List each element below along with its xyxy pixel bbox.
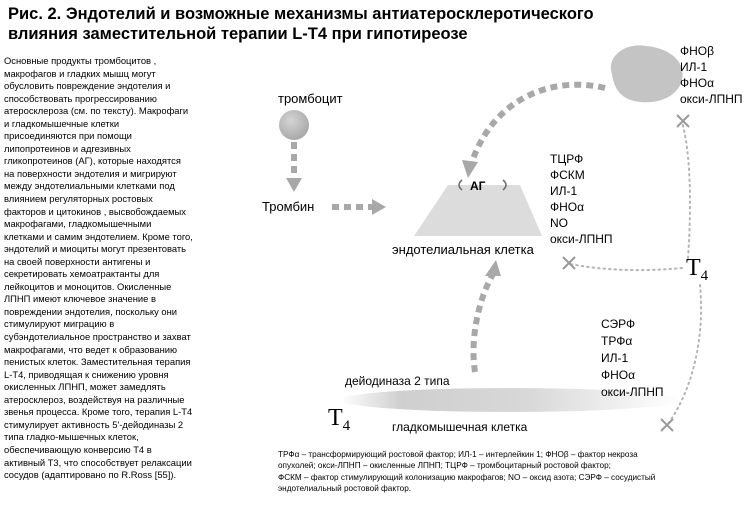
factor-item: ФНОα: [550, 200, 584, 214]
t4-left-sub: 4: [343, 418, 351, 434]
endothelial-cell-label: эндотелиальная клетка: [392, 242, 535, 257]
endothelial-cell-shape: [414, 185, 542, 236]
body-text-line: окисленных ЛПНП, может замедлять: [4, 381, 166, 393]
macrophage-shape: [610, 45, 683, 103]
body-text-line: атеросклероз, воздействуя на различные: [4, 393, 185, 405]
body-text-line: лейкоцитов и моноцитов. Окисленные: [4, 280, 172, 292]
t4-label-right: T4: [686, 255, 709, 284]
title-text-1: Эндотелий и возможные механизмы антиатер…: [61, 5, 594, 23]
body-text-line: присоединяются при помощи: [4, 130, 132, 142]
body-text-line: типа гладко-мышечных клеток,: [4, 431, 139, 443]
factor-item: ИЛ-1: [601, 351, 628, 365]
body-text-line: макрофагов и гладких мышц могут: [4, 67, 156, 79]
factor-item: ФНОβ: [680, 44, 714, 58]
cross-smooth-muscle-icon: [660, 418, 674, 432]
platelet-shape: [279, 110, 309, 140]
t4-to-endothelium-dots: [569, 263, 683, 272]
abbreviations-footnote: ТРФα – трансформирующий ростовой фактор;…: [278, 449, 746, 495]
thrombin-label: Тромбин: [262, 199, 314, 214]
figure-title: Рис. 2. Эндотелий и возможные механизмы …: [8, 4, 743, 44]
body-text-line: обеспечивающую конверсию Т4 в: [4, 443, 152, 455]
smooth-muscle-cell-label: гладкомышечная клетка: [392, 420, 528, 434]
macrophage-arrow-head: [462, 160, 478, 178]
body-text-line: Основные продукты тромбоцитов ,: [4, 55, 157, 66]
body-text-line: факторов и цитокинов , высвобождаемых: [4, 205, 186, 217]
t4-to-macrophage-dots: [681, 121, 691, 259]
body-text-line: гликопротеинов (АГ), которые находятся: [4, 155, 181, 167]
title-prefix: Рис. 2.: [8, 5, 62, 23]
body-text-line: пенистых клеток. Заместительная терапия: [4, 356, 191, 368]
factor-item: ФНОα: [680, 76, 714, 90]
factor-item: ФСКМ: [550, 168, 585, 182]
t4-label-left: T4: [328, 405, 351, 434]
body-text-line: и гладкомышечные клетки: [4, 117, 120, 129]
body-text-line: звенья процесса. Кроме того, терапия L-T…: [4, 406, 193, 418]
ag-label: АГ: [470, 179, 486, 193]
body-text-line: секретировать хемоатрактанты для: [4, 268, 160, 280]
body-text-line: способствовать прогрессированию: [4, 92, 157, 104]
factor-item: ФНОα: [601, 368, 635, 382]
body-text-line: ЛПНП имеют ключевое значение в: [4, 293, 156, 305]
factor-item: окси-ЛПНП: [601, 385, 664, 399]
platelet-label: тромбоцит: [278, 91, 343, 106]
factor-item: ТЦРФ: [550, 152, 583, 166]
macrophage-arrow-shaft: [467, 81, 606, 169]
t4-right-sub: 4: [701, 268, 709, 284]
cross-endothelium-icon: [562, 256, 576, 270]
deiodinase-label: дейодиназа 2 типа: [345, 374, 450, 388]
factor-item: окси-ЛПНП: [550, 232, 613, 246]
smooth-muscle-arrow-head: [485, 260, 501, 276]
t4-to-smooth-muscle-dots: [667, 284, 703, 425]
cross-macrophage-icon: [676, 114, 690, 128]
body-text-line: обусловить повреждение эндотелия и: [4, 80, 171, 92]
platelet-arrow-head: [286, 178, 302, 192]
factor-item: СЭРФ: [601, 317, 635, 331]
title-line-1: Рис. 2. Эндотелий и возможные механизмы …: [8, 4, 743, 24]
factor-item: ИЛ-1: [550, 184, 577, 198]
smooth-muscle-arrow-shaft: [470, 272, 496, 373]
footnote-line: эндотелиальный ростовой фактор.: [278, 484, 412, 494]
body-text-line: липопротеинов и адгезивных: [4, 142, 131, 154]
body-text-line: стимулирует активность 5'-дейодиназы 2: [4, 418, 184, 430]
factor-item: ИЛ-1: [680, 60, 707, 74]
body-text-line: субэндотелиальное пространство и захват: [4, 331, 191, 343]
smooth-muscle-cell-shape: [340, 388, 680, 412]
body-text-line: сосудов (адаптировано по R.Ross [55]).: [4, 469, 177, 481]
footnote-line: ТРФα – трансформирующий ростовой фактор;…: [278, 450, 638, 459]
title-line-2: влияния заместительной терапии L-T4 при …: [8, 25, 468, 43]
body-text-line: стимулируют миграцию в: [4, 318, 115, 330]
t4-left-main: T: [328, 405, 343, 431]
t4-right-main: T: [686, 255, 701, 281]
body-text-line: эндотелий и миоциты могут презентовать: [4, 243, 187, 255]
footnote-line: опухолей; окси-ЛПНП – окисленные ЛПНП; Т…: [278, 461, 611, 471]
body-text-line: атеросклероза (см. по тексту). Макрофаги: [4, 105, 189, 117]
caption-body-text: Основные продукты тромбоцитов ,макрофаго…: [4, 55, 266, 482]
ag-receptor-left: [458, 179, 463, 191]
body-text-line: макрофагами, что ведет к образованию: [4, 343, 178, 355]
body-text-line: клетками и самим эндотелием. Кроме того,: [4, 230, 193, 242]
factor-item: окси-ЛПНП: [680, 92, 743, 106]
body-text-line: на поверхности эндотелия и мигрируют: [4, 167, 177, 179]
body-text-line: макрофагами, гладкомышечными: [4, 218, 152, 230]
ag-receptor-right: [502, 179, 507, 191]
body-text-line: на своей поверхности антигены и: [4, 255, 151, 267]
body-text-line: влиянием регуляторных ростовых: [4, 193, 153, 205]
thrombin-arrow-head: [372, 199, 386, 215]
body-text-line: между эндотелиальными клетками под: [4, 180, 175, 192]
factor-item: NO: [550, 216, 568, 230]
factor-item: ТРФα: [601, 334, 632, 348]
body-text-line: L-T4, приводящая к снижению уровня: [4, 368, 169, 380]
footnote-line: ФСКМ – фактор стимулирующий колонизацию …: [278, 472, 656, 482]
body-text-line: активный Т3, что способствует релаксации: [4, 456, 192, 468]
body-text-line: повреждении эндотелия, поскольку они: [4, 305, 178, 317]
